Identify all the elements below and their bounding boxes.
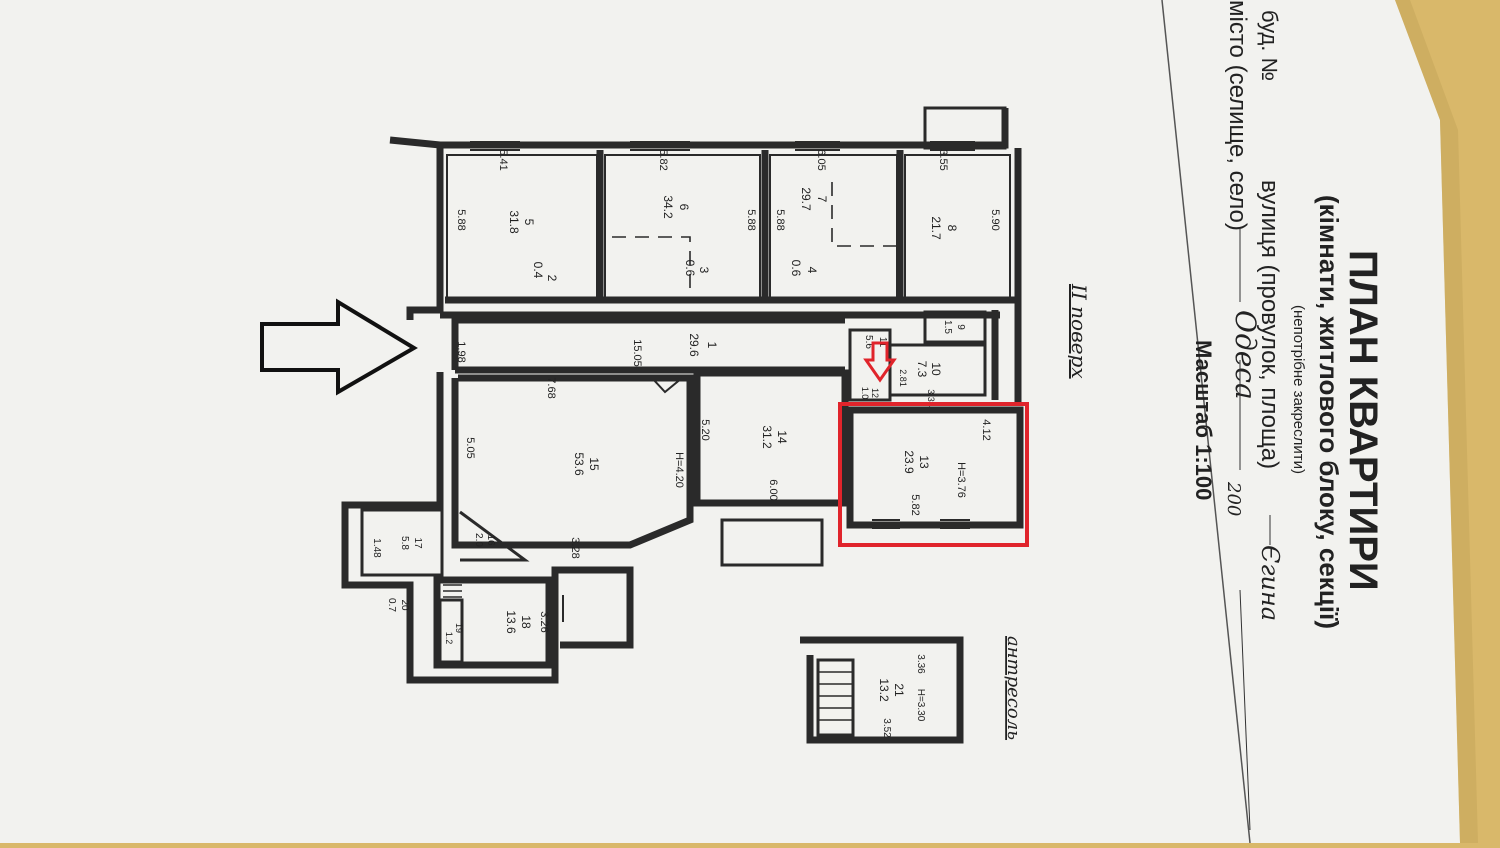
room-15-number: 15 xyxy=(587,457,601,471)
room-16-number: 16 xyxy=(485,534,496,546)
room-18-area: 13.6 xyxy=(504,610,518,634)
room-19-area: 1.2 xyxy=(444,632,454,645)
dim-14-width: 6.00 xyxy=(767,479,779,500)
room-4-area: 0.6 xyxy=(789,260,803,277)
room-13-number: 13 xyxy=(917,455,931,469)
street-value: Єгина xyxy=(1256,545,1284,621)
room-7-number: 7 xyxy=(815,196,829,203)
room-10-area: 7.3 xyxy=(915,361,929,378)
highlight-box xyxy=(838,402,1029,547)
room-20-number: 20 xyxy=(399,599,410,611)
room-9-number: 9 xyxy=(955,324,966,330)
room-20-area: 0.7 xyxy=(386,598,397,612)
dim-corridor-length: 15.05 xyxy=(631,339,643,367)
city-label: місто (селище, село) xyxy=(1224,0,1251,231)
room-4-number: 4 xyxy=(805,267,819,274)
room-14-number: 14 xyxy=(775,430,789,444)
dim-13-depth: 4.12 xyxy=(980,419,992,440)
header-subtitle: (кімнати, житлового блоку, секції) xyxy=(1314,195,1344,629)
street-label: вулиця (провулок, площа) xyxy=(1256,180,1283,469)
margin-line xyxy=(1161,0,1251,844)
plan-walls xyxy=(341,106,1024,684)
dim-8-depth: 5.90 xyxy=(989,209,1001,230)
room-3-number: 3 xyxy=(697,267,711,274)
dim-10-width: 2.81 xyxy=(898,369,908,387)
room-10-number: 10 xyxy=(929,362,943,376)
dim-13-height: H=3.76 xyxy=(955,462,967,498)
paper-shadow xyxy=(1395,0,1478,843)
dim-5-depth: 5.88 xyxy=(455,209,467,230)
dimension-labels: 5.41 5.82 6.05 3.55 5.88 5.88 5.88 5.90 … xyxy=(371,149,1001,632)
dim-7-width: 6.05 xyxy=(815,149,827,170)
room-5-area: 31.8 xyxy=(507,210,521,234)
room-17-area: 5.8 xyxy=(399,536,410,550)
building-value: 200 xyxy=(1223,481,1244,516)
dim-15-height: H=4.20 xyxy=(673,452,685,488)
mezzanine-label: антресоль xyxy=(1003,636,1024,740)
room-21-number: 21 xyxy=(892,683,906,697)
plan-header: ПЛАН КВАРТИРИ (кімнати, житлового блоку,… xyxy=(1191,0,1385,831)
dim-7-depth: 5.88 xyxy=(774,209,786,230)
dim-21-height: H=3.30 xyxy=(915,689,926,722)
room-3-area: 0.6 xyxy=(683,260,697,277)
dim-21-b: 3.52 xyxy=(881,718,892,738)
floor-label: II поверх xyxy=(1067,283,1091,379)
room-19-number: 19 xyxy=(454,623,464,633)
room-5-number: 5 xyxy=(522,219,536,226)
room-16-area: 2.0 xyxy=(473,533,484,547)
room-11-area: 5.6 xyxy=(863,335,874,349)
room-14-area: 31.2 xyxy=(760,425,774,449)
header-title: ПЛАН КВАРТИРИ xyxy=(1341,250,1385,591)
window-marks xyxy=(470,141,975,622)
paper-sheet xyxy=(0,0,1460,843)
building-label: буд. № xyxy=(1257,10,1282,81)
dim-17-side: 1.48 xyxy=(371,538,382,558)
dim-18-depth: 3.26 xyxy=(538,611,550,632)
room-9-area: 1.5 xyxy=(942,320,953,334)
room-8-number: 8 xyxy=(945,225,959,232)
dim-14-depth: 5.20 xyxy=(699,419,711,440)
room-12-area: 1.0 xyxy=(860,387,870,400)
room-15-area: 53.6 xyxy=(572,452,586,476)
room-6-area: 34.2 xyxy=(661,195,675,219)
scale-label: Масштаб 1:100 xyxy=(1191,340,1216,500)
room-17-number: 17 xyxy=(412,537,423,549)
dim-6-depth: 5.88 xyxy=(745,209,757,230)
dim-15-depth: 5.05 xyxy=(464,437,476,458)
dim-15-side: 3.28 xyxy=(569,537,581,558)
dim-6-width: 5.82 xyxy=(657,149,669,170)
room-18-number: 18 xyxy=(519,615,533,629)
dim-corridor-width: 1.98 xyxy=(455,341,467,362)
mezzanine-plan: антресоль 21 13.2 3.36 3.52 H=3.30 xyxy=(800,636,1024,744)
room-21-area: 13.2 xyxy=(877,678,891,702)
highlight-arrow-icon xyxy=(863,341,897,383)
room-12-number: 12 xyxy=(870,388,880,398)
stairs-hatch xyxy=(443,584,462,598)
room-1-number: 1 xyxy=(705,342,719,349)
room-labels: 5 31.8 6 34.2 7 29.7 8 21.7 2 0.4 3 0.6 … xyxy=(386,187,966,644)
room-6-number: 6 xyxy=(677,204,691,211)
room-1-area: 29.6 xyxy=(687,333,701,357)
room-2-area: 0.4 xyxy=(531,262,545,279)
dim-8-width: 3.55 xyxy=(937,149,949,170)
room-8-area: 21.7 xyxy=(929,216,943,240)
city-value: Одеса xyxy=(1229,310,1262,400)
room-7-area: 29.7 xyxy=(799,187,813,211)
dim-13-width: 5.82 xyxy=(909,494,921,515)
dim-15-width: 7.68 xyxy=(545,377,557,398)
room-2-number: 2 xyxy=(545,275,559,282)
dim-21-a: 3.36 xyxy=(915,654,926,674)
entrance-arrow-icon xyxy=(260,298,418,396)
dim-10-depth: 3.34 xyxy=(926,389,936,407)
room-13-area: 23.9 xyxy=(902,450,916,474)
dim-5-width: 5.41 xyxy=(497,149,509,170)
header-note: (непотрібне закреслити) xyxy=(1290,305,1307,474)
